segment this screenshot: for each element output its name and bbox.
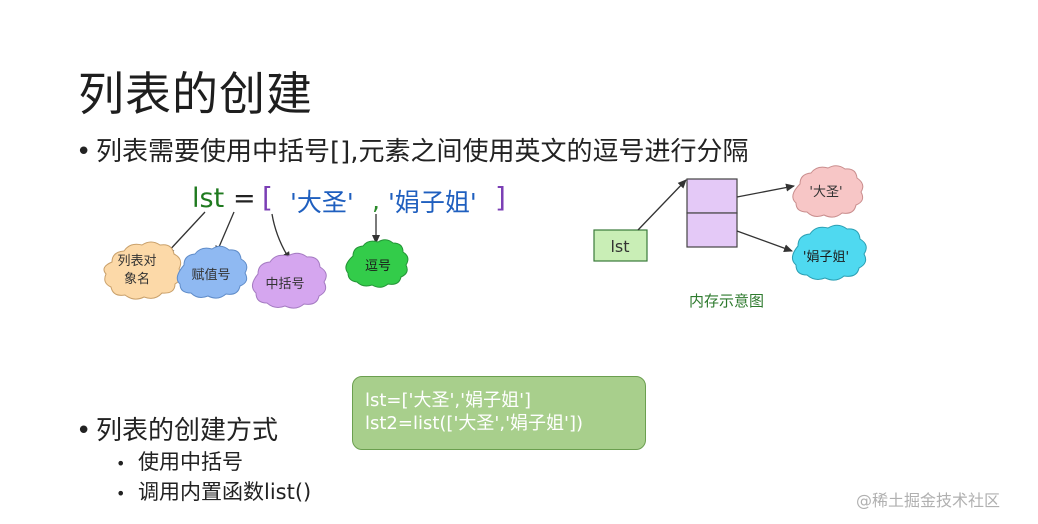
cloud-comma: 逗号	[345, 239, 409, 288]
code-example-box: lst=['大圣','娟子姐'] lst2=list(['大圣','娟子姐'])	[352, 376, 646, 450]
bullet-2: •列表的创建方式	[76, 410, 278, 447]
code-left-bracket: [	[262, 181, 273, 214]
memory-lst-box	[593, 229, 648, 262]
cloud-memory-item-2-label: '娟子姐'	[803, 250, 849, 265]
code-lst: lst	[192, 183, 225, 214]
cloud-comma-label: 逗号	[365, 259, 391, 274]
code-box-line-1: lst=['大圣','娟子姐']	[365, 390, 532, 411]
arrow-cell1-to-cloud1	[736, 183, 795, 198]
code-right-bracket: ]	[495, 181, 506, 214]
cloud-list-name: 列表对 象名	[103, 241, 182, 300]
cloud-memory-item-1: '大圣'	[792, 165, 864, 218]
sub-bullet-2: • 调用内置函数list()	[116, 476, 311, 506]
sub-bullet-1: • 使用中括号	[116, 446, 243, 476]
arrow-to-list-name	[165, 211, 206, 255]
cloud-list-name-line2: 象名	[124, 271, 150, 287]
arrow-to-brackets	[271, 213, 291, 261]
slide-title: 列表的创建	[78, 67, 313, 121]
cloud-list-name-line1: 列表对	[117, 254, 156, 269]
bullet-dot: •	[76, 137, 92, 167]
bullet-1: •列表需要使用中括号[],元素之间使用英文的逗号进行分隔	[76, 131, 749, 168]
arrow-cell2-to-cloud2	[736, 230, 793, 253]
cloud-memory-item-2: '娟子姐'	[792, 224, 867, 281]
memory-lst-label: lst	[610, 237, 629, 256]
bullet-1-text: 列表需要使用中括号[],元素之间使用英文的逗号进行分隔	[96, 137, 749, 167]
memory-diagram-caption: 内存示意图	[689, 292, 765, 310]
code-equals: =	[233, 183, 256, 214]
memory-cell-2	[686, 212, 738, 248]
code-comma: ,	[372, 186, 380, 215]
code-item-2: '娟子姐'	[388, 188, 477, 217]
code-box-line-2: lst2=list(['大圣','娟子姐'])	[365, 413, 584, 434]
cloud-brackets: 中括号	[252, 252, 327, 309]
memory-diagram: lst '大圣' '娟子姐'	[593, 165, 867, 281]
cloud-brackets-label: 中括号	[265, 277, 304, 292]
memory-cell-1	[686, 178, 738, 214]
sub-bullet-1-text: 使用中括号	[138, 450, 243, 474]
cloud-assignment-label: 赋值号	[191, 267, 230, 283]
watermark: @稀土掘金技术社区	[856, 491, 1001, 510]
bullet-2-text: 列表的创建方式	[96, 416, 279, 446]
bullet-dot: •	[76, 416, 92, 446]
sub-bullet-dot: •	[116, 484, 126, 503]
arrow-lst-to-cells	[637, 179, 687, 231]
sub-bullet-2-text: 调用内置函数list()	[138, 480, 312, 504]
cloud-memory-item-1-label: '大圣'	[809, 185, 842, 200]
code-item-1: '大圣'	[290, 188, 354, 217]
cloud-assignment: 赋值号	[176, 245, 248, 299]
sub-bullet-dot: •	[116, 454, 126, 473]
